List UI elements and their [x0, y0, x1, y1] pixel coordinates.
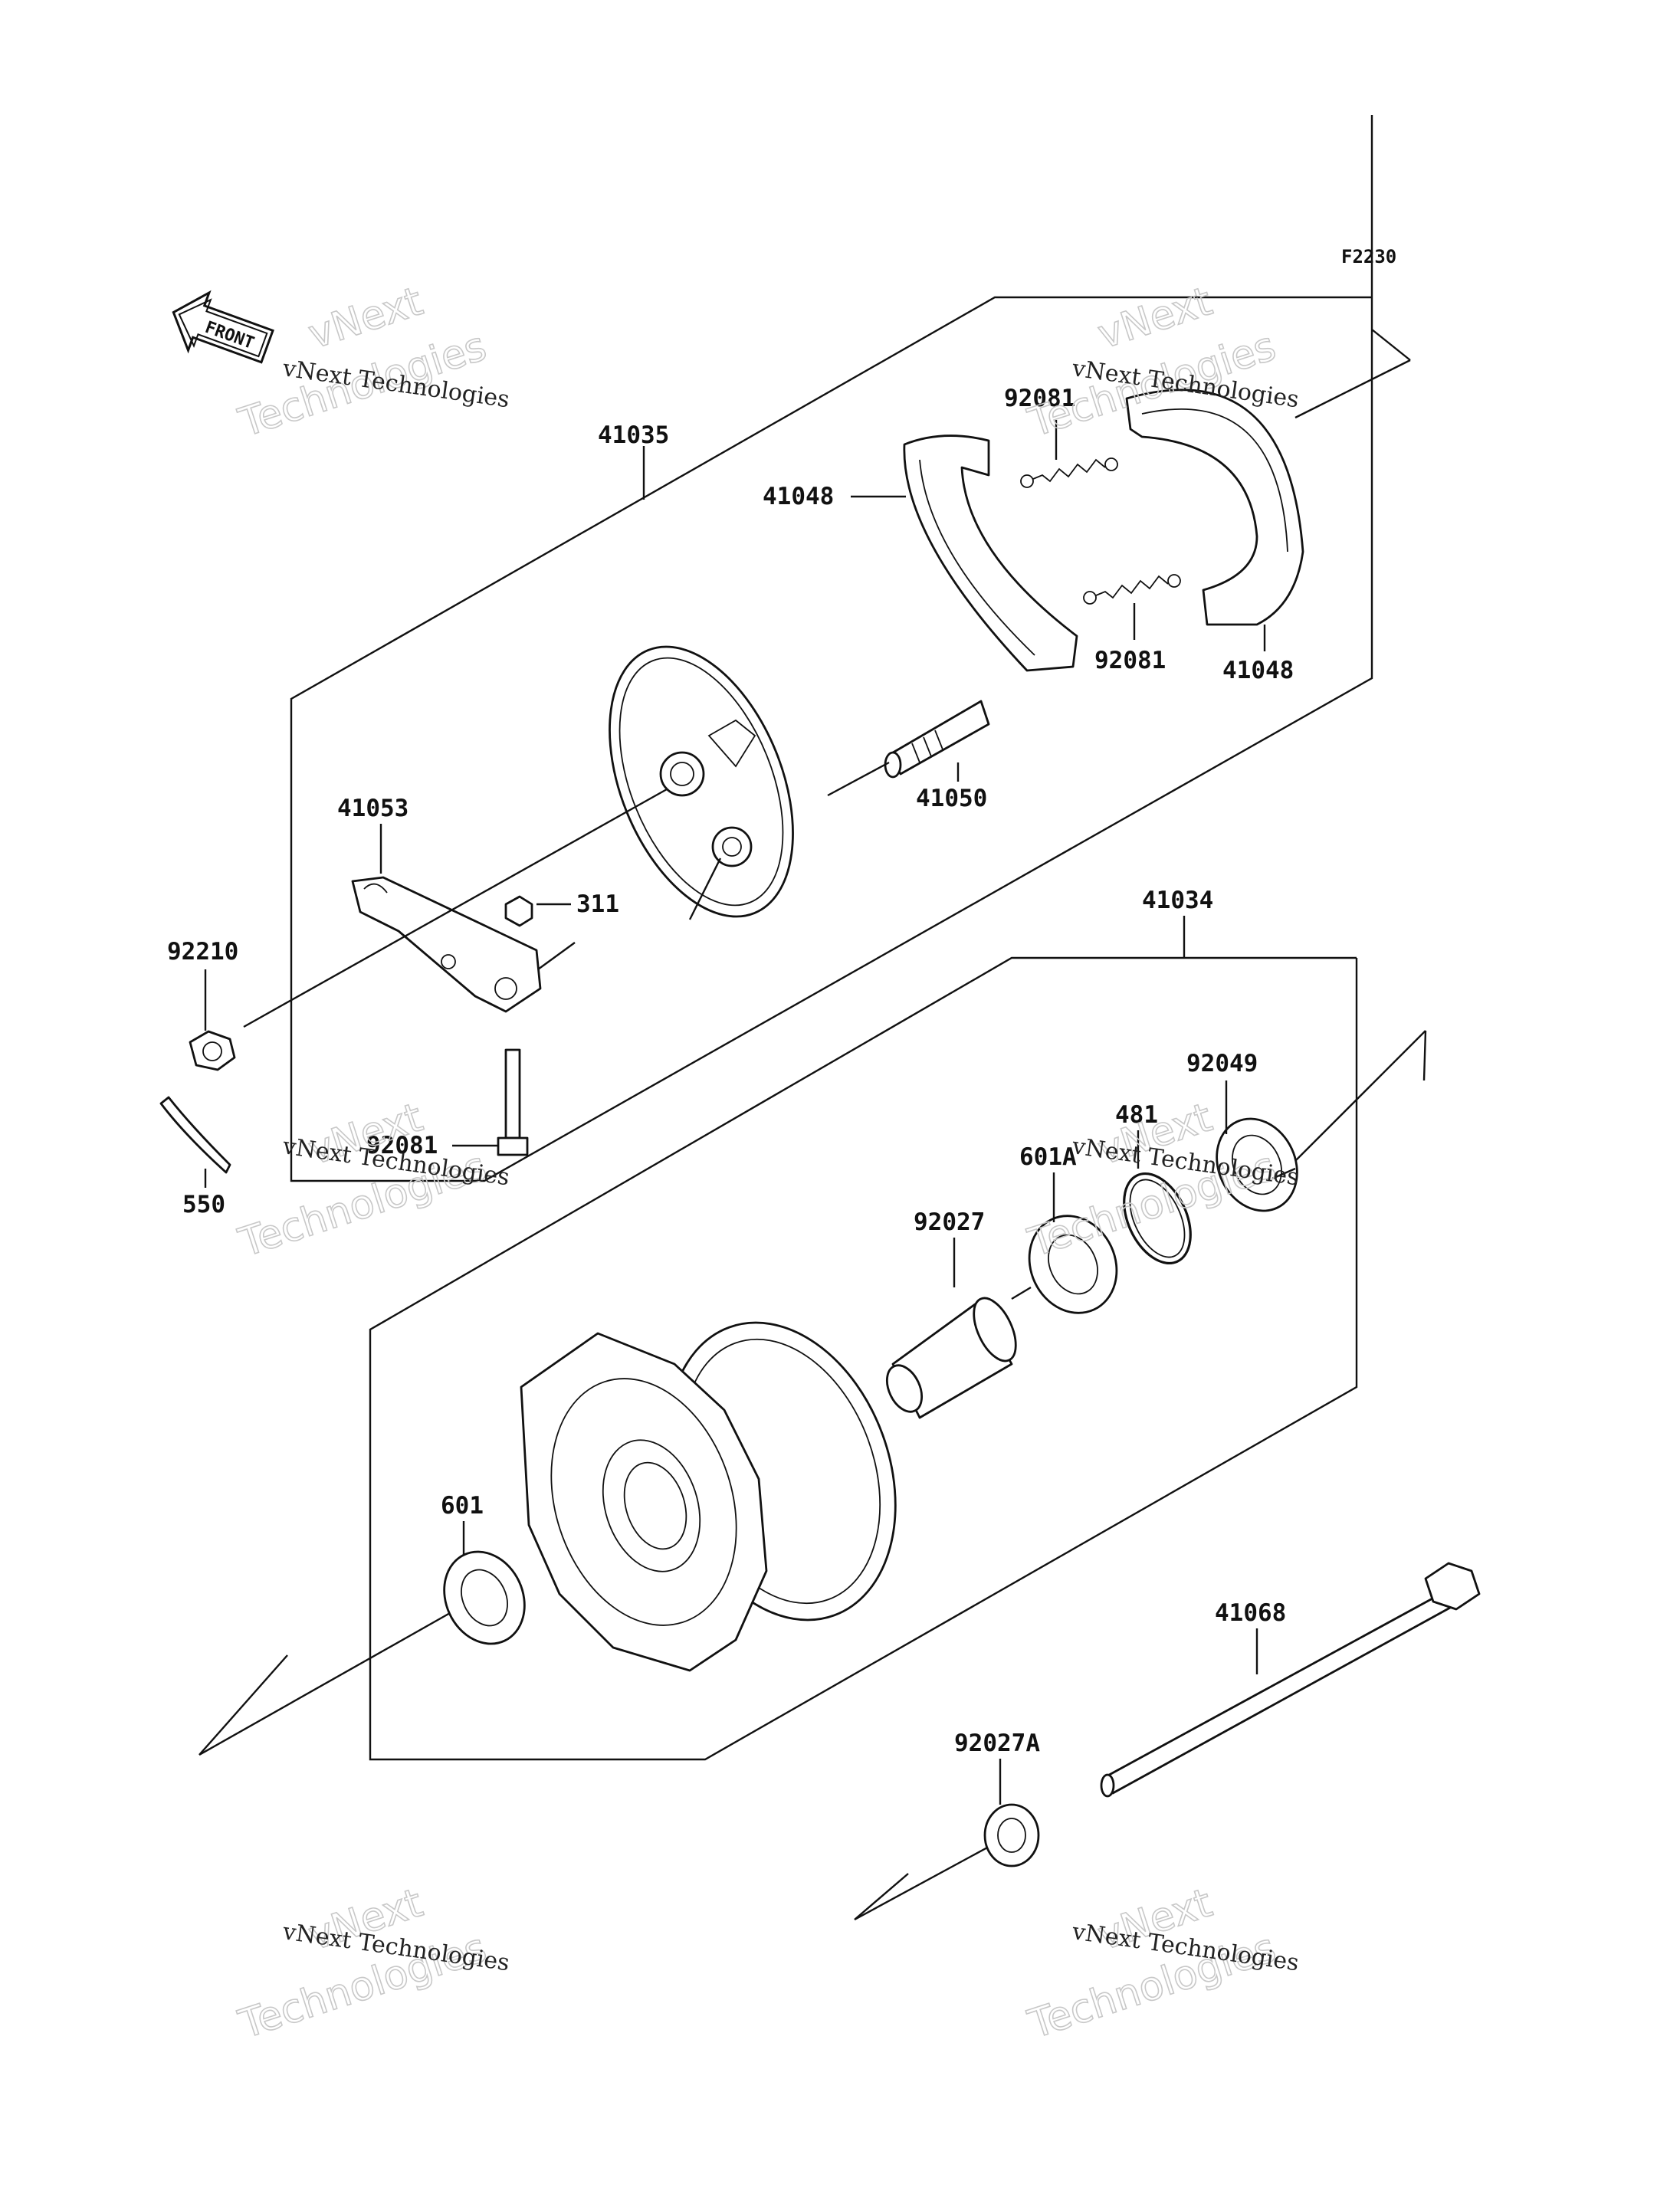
label-92027a: 92027A — [954, 1730, 1040, 1757]
label-550: 550 — [182, 1191, 225, 1218]
label-601a: 601A — [1019, 1143, 1077, 1171]
spring-upper-icon — [1020, 457, 1118, 488]
label-41068: 41068 — [1215, 1599, 1286, 1627]
hub-break-line — [1287, 1030, 1426, 1169]
oil-seal-icon — [1216, 1117, 1298, 1212]
bolt-icon — [497, 1048, 529, 1156]
axle-line-bottom — [854, 1845, 989, 1921]
label-92210: 92210 — [167, 938, 238, 966]
watermark-top-left: vNext Technologies vNext Technologies — [233, 278, 511, 448]
label-41053: 41053 — [337, 795, 409, 822]
diagram-reference-code: F2230 — [1341, 246, 1396, 267]
cotter-pin-icon — [159, 1096, 231, 1174]
axle-line-left — [199, 1602, 468, 1756]
label-481: 481 — [1115, 1101, 1158, 1129]
brake-lever — [351, 876, 542, 1013]
label-601: 601 — [441, 1492, 484, 1520]
brake-panel-break-line — [1294, 359, 1411, 419]
label-92081-upper: 92081 — [1004, 385, 1075, 412]
brake-panel — [609, 645, 794, 918]
watermark-bottom-left: vNext Technologies vNext Technologies — [233, 1880, 511, 2049]
label-41048-upper: 41048 — [763, 483, 834, 510]
label-92027: 92027 — [914, 1208, 985, 1236]
wheel-hub — [520, 1321, 897, 1672]
axle-nut-icon — [189, 1030, 236, 1071]
brake-panel-assembly-outline — [290, 115, 1373, 1182]
label-41034: 41034 — [1142, 887, 1213, 914]
bearing-601a-icon — [1028, 1215, 1118, 1314]
label-41048-lower: 41048 — [1222, 657, 1294, 684]
bearing-601-icon — [443, 1550, 526, 1645]
label-311: 311 — [576, 890, 619, 918]
label-41035: 41035 — [598, 421, 669, 449]
collar-92027-icon — [885, 1297, 1017, 1419]
brake-shoe-left — [903, 434, 1078, 672]
label-41050: 41050 — [916, 785, 987, 812]
label-92081-bolt: 92081 — [366, 1132, 438, 1159]
axle-icon — [1100, 1562, 1481, 1798]
label-92049: 92049 — [1186, 1050, 1258, 1077]
spacer-92027a-icon — [983, 1803, 1040, 1867]
front-arrow-icon: FRONT — [172, 290, 274, 364]
brake-cam — [884, 700, 990, 779]
watermark-bottom-right: vNext Technologies vNext Technologies — [1022, 1880, 1301, 2049]
circlip-icon — [1123, 1172, 1192, 1265]
brake-shoe-right — [1125, 389, 1304, 626]
label-92081-middle: 92081 — [1094, 647, 1166, 674]
watermark-middle-left: vNext Technologies vNext Technologies — [233, 1094, 511, 1267]
spring-lower-icon — [1083, 574, 1181, 605]
nut-311-icon — [504, 895, 533, 927]
hub-assembly-outline — [369, 956, 1358, 1761]
